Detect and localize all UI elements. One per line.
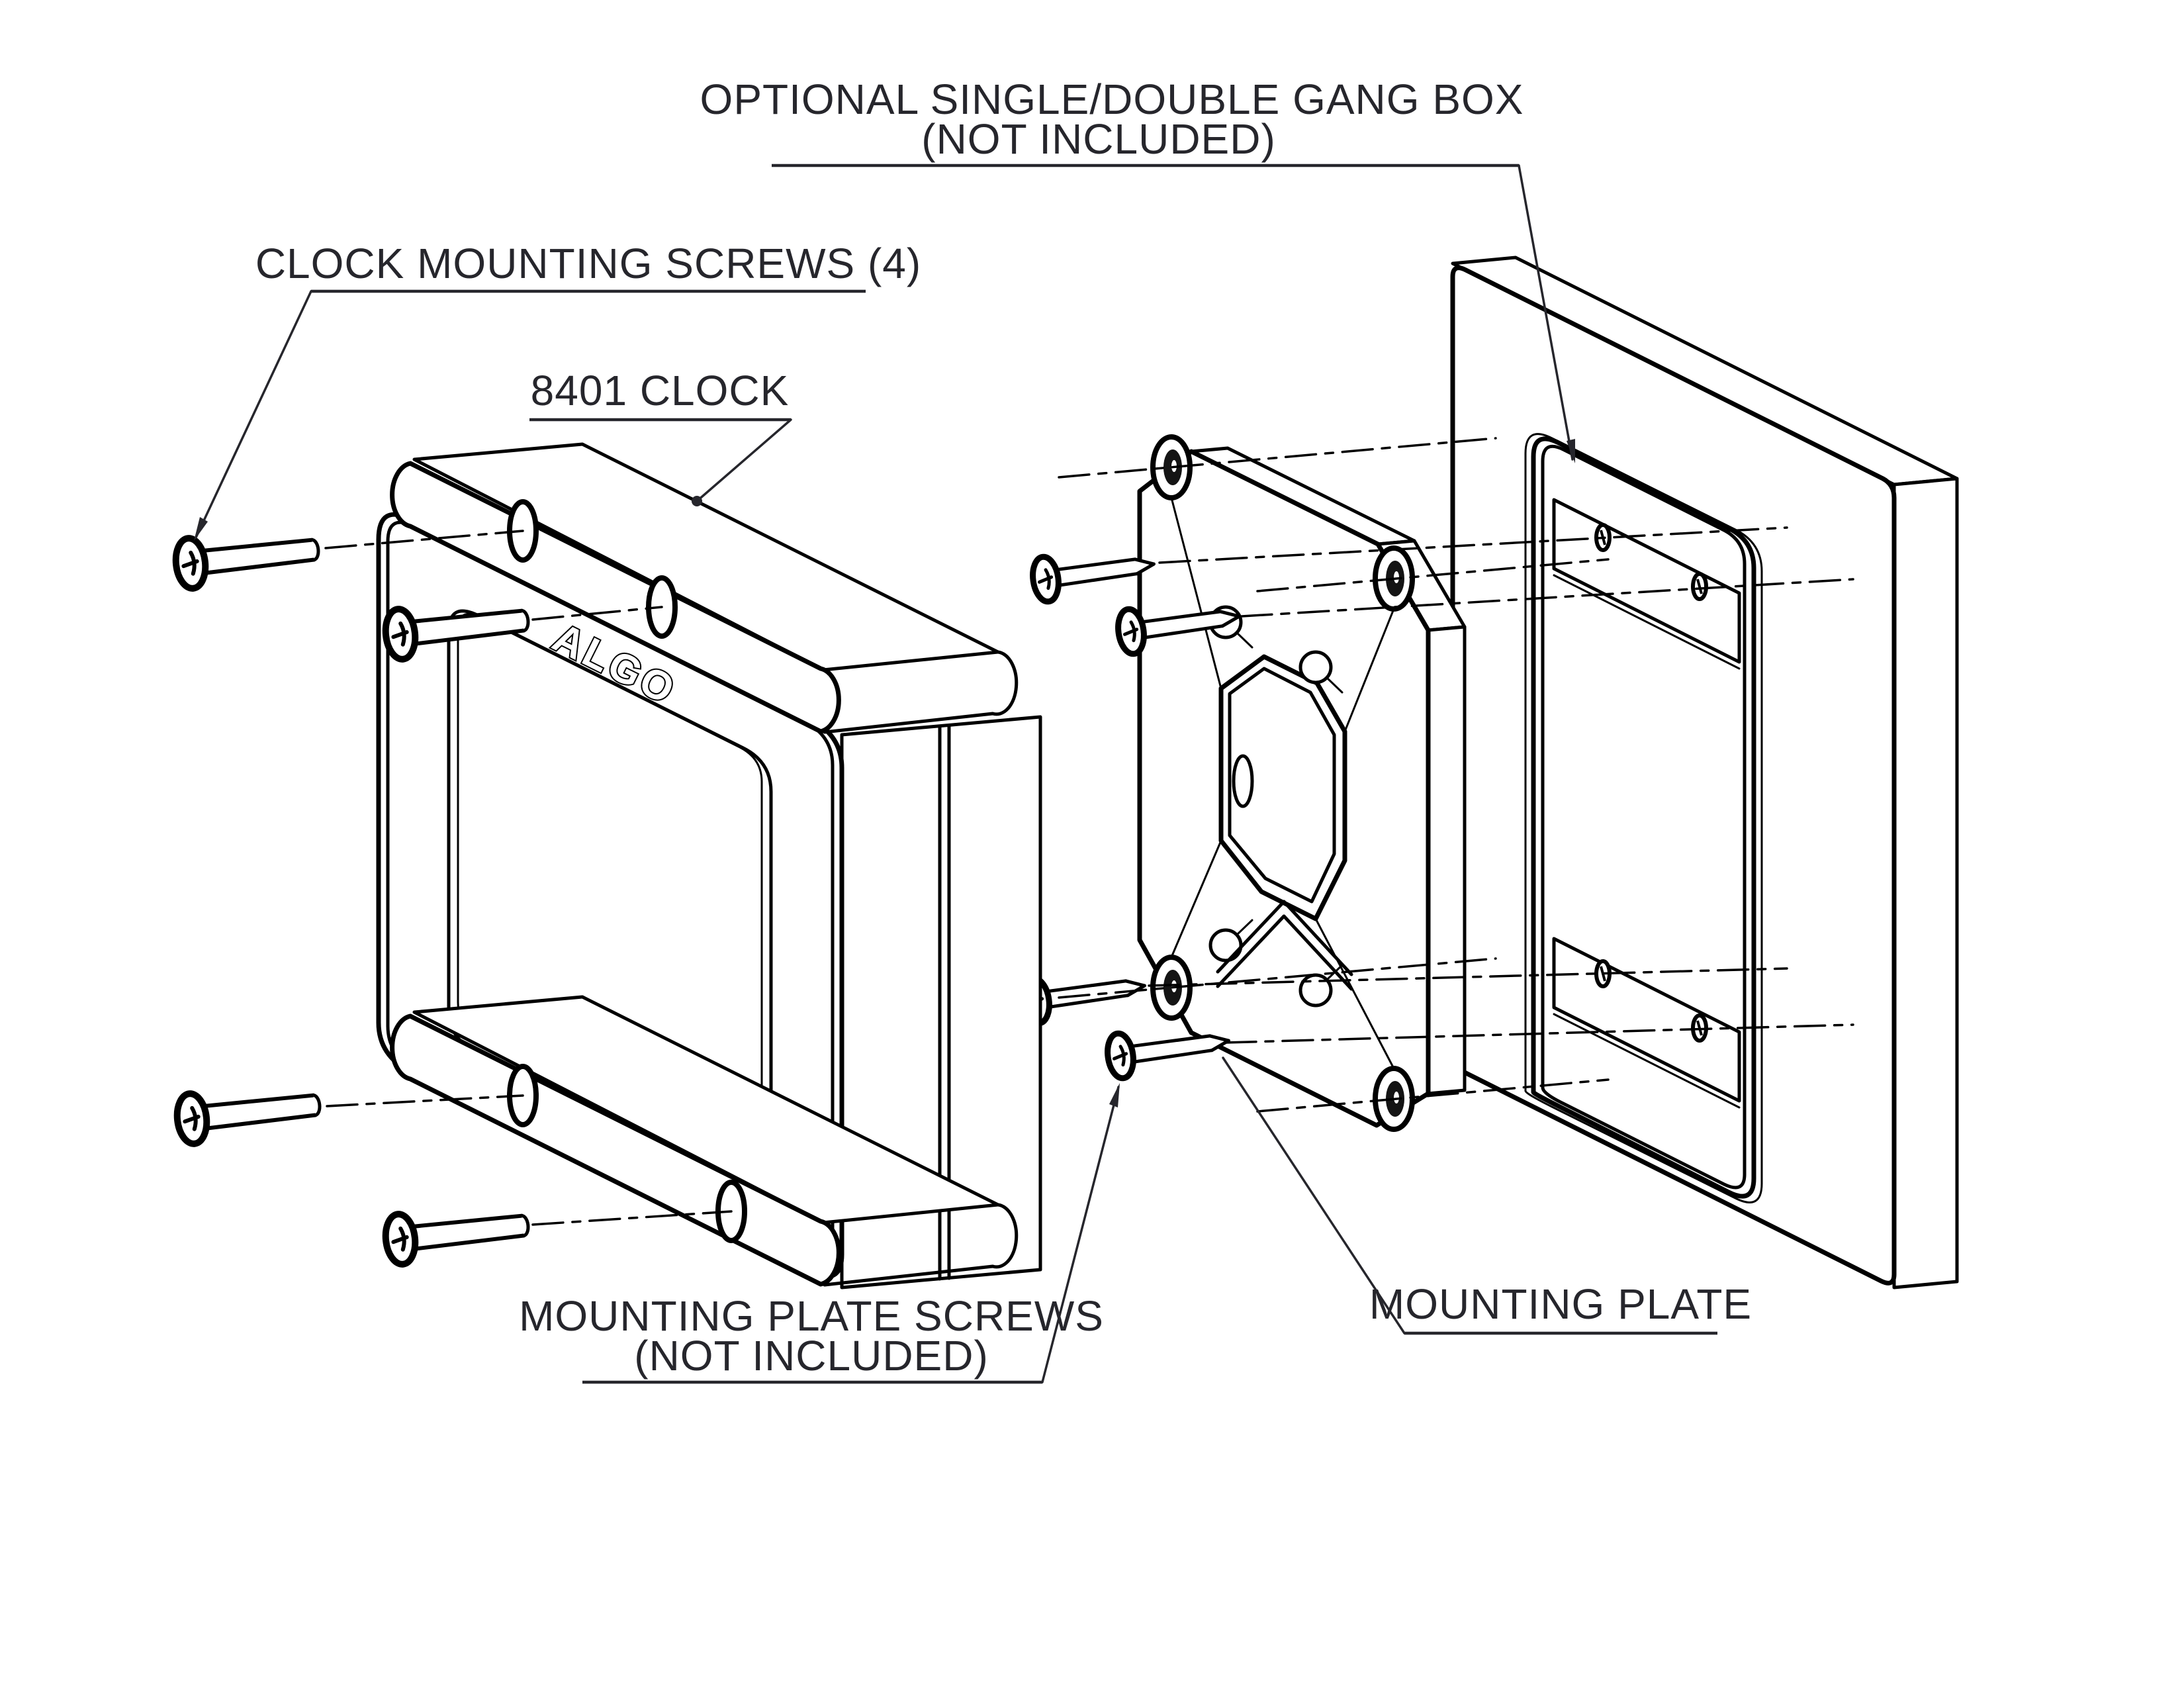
plate-screws-leader bbox=[1041, 1086, 1120, 1383]
center-line bbox=[531, 1210, 733, 1226]
annotation-gang-box: OPTIONAL SINGLE/DOUBLE GANG BOX (NOT INC… bbox=[700, 75, 1575, 463]
clock-bottom-bar-end-cap bbox=[823, 1203, 1019, 1287]
wall-plate-side-face bbox=[1892, 477, 1959, 1289]
plate-web-line bbox=[1170, 839, 1222, 959]
clock-screws-leader bbox=[195, 290, 312, 539]
plate-screws-label-line1: MOUNTING PLATE SCREWS bbox=[519, 1292, 1104, 1340]
center-line bbox=[1058, 957, 1497, 999]
clock-top-bar-end-cap bbox=[823, 650, 1019, 734]
plate-web-line bbox=[1170, 496, 1222, 690]
gang-box-bottom-tab-edge bbox=[1553, 1013, 1741, 1109]
clock-screws-leader-arrow bbox=[194, 517, 208, 541]
center-lines-rear bbox=[1058, 437, 1854, 1113]
center-line bbox=[1148, 967, 1788, 987]
gang-box-label-line1: OPTIONAL SINGLE/DOUBLE GANG BOX bbox=[700, 75, 1524, 123]
plate-central-opening-inner bbox=[1228, 667, 1336, 904]
plate-chevron-rib bbox=[1216, 914, 1353, 991]
clock-top-bar bbox=[390, 442, 1019, 734]
clock-screw-4 bbox=[383, 1200, 531, 1266]
gang-box-leader bbox=[1518, 164, 1574, 461]
gang-box-opening-outline bbox=[1524, 433, 1763, 1203]
mounting-plate bbox=[1137, 437, 1467, 1129]
center-line bbox=[326, 1094, 524, 1107]
center-line bbox=[1256, 1078, 1610, 1113]
annotation-clock: 8401 CLOCK bbox=[529, 367, 792, 506]
plate-label: MOUNTING PLATE bbox=[1369, 1280, 1752, 1328]
plate-screws-leader-arrow bbox=[1109, 1083, 1120, 1107]
clock-leader-dot bbox=[692, 496, 702, 506]
plate-web-line bbox=[1343, 608, 1395, 733]
center-line bbox=[1240, 578, 1854, 618]
gang-box-frame-inner bbox=[1541, 445, 1747, 1190]
clock-8401: ALGO bbox=[376, 442, 1042, 1289]
annotation-plate: MOUNTING PLATE bbox=[1222, 1056, 1752, 1335]
annotation-plate-screws: MOUNTING PLATE SCREWS (NOT INCLUDED) bbox=[519, 1083, 1120, 1384]
center-line bbox=[324, 530, 524, 549]
clock-label: 8401 CLOCK bbox=[531, 367, 790, 414]
center-line bbox=[1256, 558, 1610, 592]
plate-oval-slot bbox=[1232, 754, 1254, 808]
plate-central-opening bbox=[1218, 654, 1347, 921]
plate-web-line bbox=[1314, 917, 1395, 1070]
gang-box-top-tab-edge bbox=[1553, 574, 1741, 670]
center-line bbox=[1058, 437, 1497, 479]
annotation-clock-screws: CLOCK MOUNTING SCREWS (4) bbox=[194, 240, 921, 541]
clock-screw-1 bbox=[173, 524, 321, 590]
plate-screws-label-line2: (NOT INCLUDED) bbox=[634, 1332, 989, 1380]
clock-screws-label: CLOCK MOUNTING SCREWS (4) bbox=[255, 240, 921, 287]
center-line bbox=[531, 606, 663, 621]
center-lines-front bbox=[324, 530, 733, 1226]
clock-top-bar-front bbox=[390, 461, 841, 734]
gang-box-screw-hole-top-right bbox=[1693, 574, 1706, 599]
center-line bbox=[1224, 1023, 1854, 1044]
clock-bottom-bar bbox=[390, 995, 1019, 1287]
gang-box bbox=[1524, 433, 1763, 1203]
plate-chevron-rib bbox=[1216, 900, 1353, 976]
mounting-plate-side-edge bbox=[1426, 625, 1467, 1096]
gang-box-label-line2: (NOT INCLUDED) bbox=[921, 115, 1276, 163]
gang-box-leader-arrow bbox=[1567, 439, 1575, 463]
plate-leader bbox=[1222, 1056, 1406, 1335]
clock-screw-3 bbox=[175, 1080, 322, 1145]
center-line bbox=[1158, 526, 1788, 564]
clock-leader bbox=[696, 418, 792, 502]
